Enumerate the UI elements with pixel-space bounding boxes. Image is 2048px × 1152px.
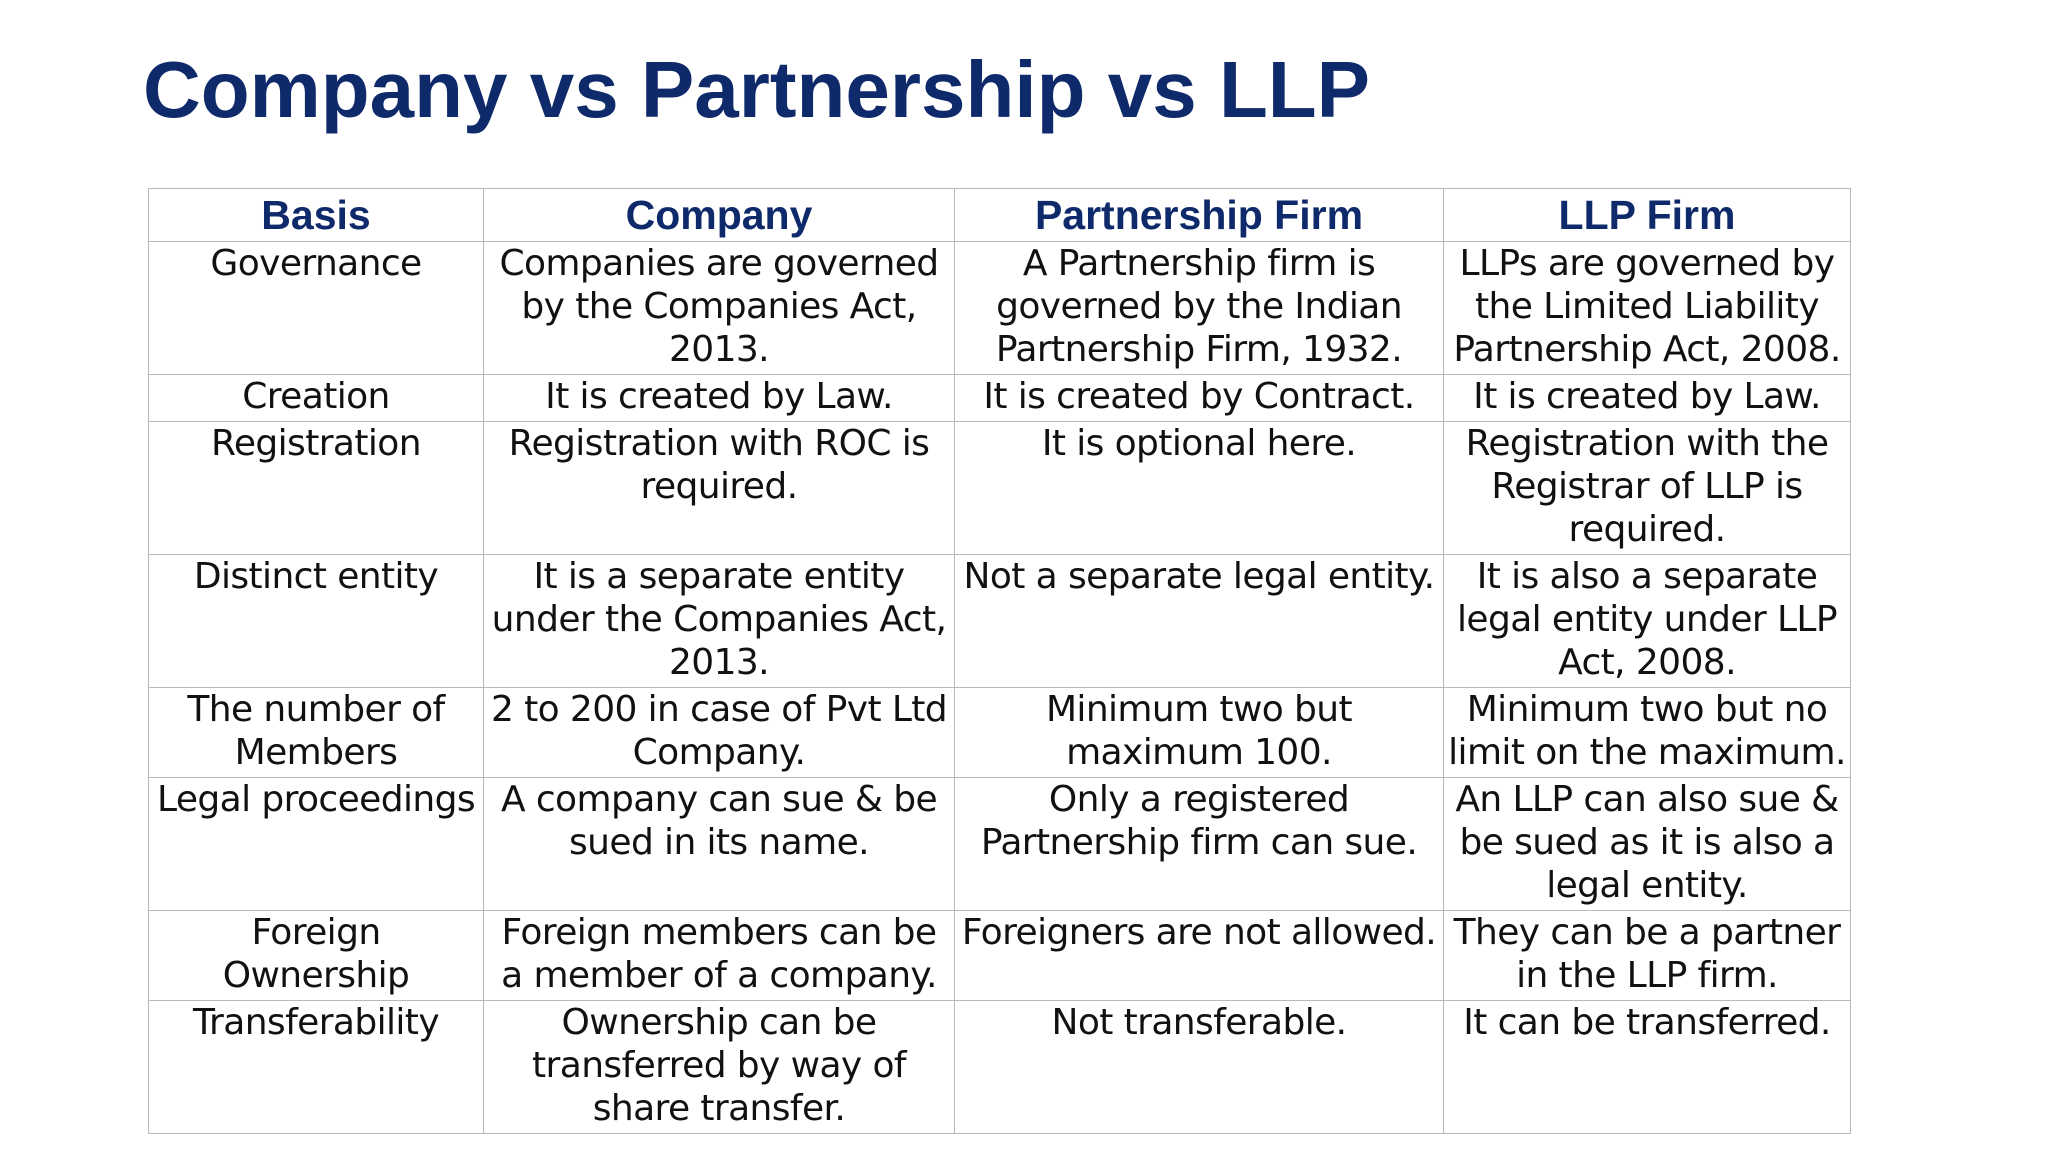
cell-llp: LLPs are governed by the Limited Liabili… xyxy=(1443,241,1851,375)
cell-llp: Minimum two but no limit on the maximum. xyxy=(1443,687,1851,778)
header-company: Company xyxy=(483,188,955,242)
cell-company: Companies are governed by the Companies … xyxy=(483,241,955,375)
cell-partnership: Minimum two but maximum 100. xyxy=(954,687,1444,778)
table-row: Registration Registration with ROC is re… xyxy=(148,421,1851,555)
cell-basis: The number of Members xyxy=(148,687,484,778)
cell-basis: Registration xyxy=(148,421,484,555)
header-partnership-firm: Partnership Firm xyxy=(954,188,1444,242)
cell-company: A company can sue & be sued in its name. xyxy=(483,777,955,911)
cell-company: 2 to 200 in case of Pvt Ltd Company. xyxy=(483,687,955,778)
header-llp-firm: LLP Firm xyxy=(1443,188,1851,242)
cell-partnership: It is created by Contract. xyxy=(954,374,1444,422)
cell-basis: Governance xyxy=(148,241,484,375)
cell-company: Registration with ROC is required. xyxy=(483,421,955,555)
cell-basis: Transferability xyxy=(148,1000,484,1134)
cell-llp: It is created by Law. xyxy=(1443,374,1851,422)
header-basis: Basis xyxy=(148,188,484,242)
cell-basis: Legal proceedings xyxy=(148,777,484,911)
cell-partnership: Not a separate legal entity. xyxy=(954,554,1444,688)
cell-partnership: Not transferable. xyxy=(954,1000,1444,1134)
table-row: Foreign Ownership Foreign members can be… xyxy=(148,910,1851,1001)
cell-company: It is created by Law. xyxy=(483,374,955,422)
slide-title: Company vs Partnership vs LLP xyxy=(143,45,1371,134)
cell-company: Ownership can be transferred by way of s… xyxy=(483,1000,955,1134)
table-header-row: Basis Company Partnership Firm LLP Firm xyxy=(148,188,1851,242)
table-row: Legal proceedings A company can sue & be… xyxy=(148,777,1851,911)
cell-partnership: Only a registered Partnership firm can s… xyxy=(954,777,1444,911)
cell-basis: Creation xyxy=(148,374,484,422)
cell-partnership: It is optional here. xyxy=(954,421,1444,555)
cell-llp: It can be transferred. xyxy=(1443,1000,1851,1134)
comparison-table: Basis Company Partnership Firm LLP Firm … xyxy=(148,188,1851,1134)
cell-partnership: Foreigners are not allowed. xyxy=(954,910,1444,1001)
cell-basis: Distinct entity xyxy=(148,554,484,688)
table-row: Creation It is created by Law. It is cre… xyxy=(148,374,1851,422)
table-row: Governance Companies are governed by the… xyxy=(148,241,1851,375)
cell-basis: Foreign Ownership xyxy=(148,910,484,1001)
table-row: Distinct entity It is a separate entity … xyxy=(148,554,1851,688)
cell-partnership: A Partnership firm is governed by the In… xyxy=(954,241,1444,375)
cell-company: Foreign members can be a member of a com… xyxy=(483,910,955,1001)
table-row: The number of Members 2 to 200 in case o… xyxy=(148,687,1851,778)
cell-company: It is a separate entity under the Compan… xyxy=(483,554,955,688)
cell-llp: An LLP can also sue & be sued as it is a… xyxy=(1443,777,1851,911)
cell-llp: Registration with the Registrar of LLP i… xyxy=(1443,421,1851,555)
cell-llp: It is also a separate legal entity under… xyxy=(1443,554,1851,688)
table-row: Transferability Ownership can be transfe… xyxy=(148,1000,1851,1134)
cell-llp: They can be a partner in the LLP firm. xyxy=(1443,910,1851,1001)
